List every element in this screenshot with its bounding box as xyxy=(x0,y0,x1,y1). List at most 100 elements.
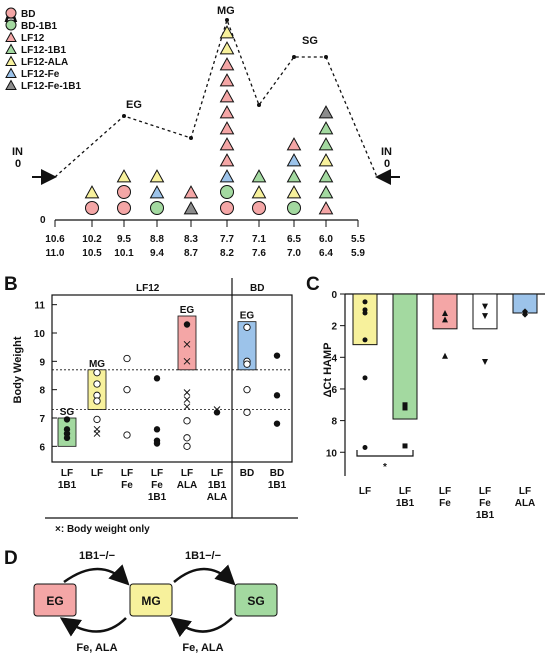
panel-b-group-label: 1B1 xyxy=(268,480,287,491)
panel-b-point-open xyxy=(93,415,101,424)
panel-c-point-diamond xyxy=(522,311,528,318)
panel-b-ytick-label: 6 xyxy=(39,442,45,453)
in-zero-left: 0 xyxy=(15,158,21,170)
panel-b-point-filled xyxy=(153,375,161,382)
panel-b-ytick-label: 8 xyxy=(39,386,45,397)
label-sg-mg: Fe, ALA xyxy=(182,642,223,654)
stage-curve xyxy=(54,17,378,178)
panel-d: D EG MG SG 1B1−/− 1B1−/− Fe, ALA Fe, ALA xyxy=(4,548,278,654)
stack-triangle xyxy=(219,25,235,39)
panel-b-group-label: LF xyxy=(181,468,193,479)
panel-b-point-open xyxy=(183,417,191,425)
panel-c-ytick-label: 4 xyxy=(331,353,337,364)
stack-triangle xyxy=(318,121,334,135)
panel-b-group-label: 1B1 xyxy=(58,480,77,491)
legend-label: LF12-1B1 xyxy=(21,45,66,56)
stack-circle xyxy=(150,201,164,215)
tick-label-lower: 9.4 xyxy=(150,248,164,259)
stack-triangle xyxy=(219,121,235,135)
panel-b-point-cross xyxy=(183,396,191,403)
stack-triangle xyxy=(149,185,165,199)
stack-triangle xyxy=(318,169,334,183)
legend-label: BD-1B1 xyxy=(21,21,58,32)
stack-circle xyxy=(220,185,234,199)
arrow-eg-to-mg xyxy=(63,564,130,586)
panel-c-point-square xyxy=(402,405,408,411)
stack-triangle xyxy=(219,73,235,87)
panel-c-point-circle xyxy=(362,337,368,343)
panel-b-group-label: BD xyxy=(270,468,284,479)
panel-b-point-open xyxy=(93,380,101,388)
panel-b-header-bd: BD xyxy=(250,283,264,294)
panel-b-group-label: BD xyxy=(240,468,254,479)
stack-triangle xyxy=(286,185,302,199)
panel-b-group-label: LF xyxy=(121,468,133,479)
legend-marker-circle xyxy=(5,19,17,31)
panel-b-point-open xyxy=(123,354,131,363)
panel-b-point-filled xyxy=(273,352,281,359)
panel-a-markers xyxy=(84,25,334,215)
tick-label-upper: 8.3 xyxy=(184,234,198,245)
panel-b-point-filled xyxy=(153,426,161,433)
panel-b-group-label: LF xyxy=(151,468,163,479)
box-eg-label: EG xyxy=(46,594,63,608)
panel-b-point-cross xyxy=(93,430,101,437)
panel-c-point-diamond xyxy=(522,308,528,315)
panel-b-group-label: ALA xyxy=(177,480,198,491)
panel-b-group-label: LF xyxy=(211,468,223,479)
arrow-mg-to-eg xyxy=(59,617,127,637)
panel-b-plot-area xyxy=(51,294,293,463)
panel-b-point-open xyxy=(93,369,101,377)
legend-marker-triangle xyxy=(5,31,17,42)
panel-c-group-label: LF xyxy=(479,486,491,497)
stack-circle xyxy=(287,201,301,215)
stack-triangle xyxy=(149,169,165,183)
significance-star: * xyxy=(383,462,387,473)
panel-c-group-label: Fe xyxy=(439,498,451,509)
panel-b-stage-box xyxy=(177,315,197,371)
legend-marker-triangle xyxy=(5,79,17,90)
panel-c-point-triangle-down xyxy=(482,359,488,366)
arrow-mg-to-sg xyxy=(173,564,236,586)
stack-triangle xyxy=(116,169,132,183)
panel-b-y-title: Body Weight xyxy=(12,336,24,403)
panel-b-ytick-label: 10 xyxy=(34,329,46,340)
panel-b-point-open xyxy=(243,408,251,416)
stack-triangle xyxy=(183,185,199,199)
panel-a-ticks: 10.611.010.210.59.510.18.89.48.38.77.78.… xyxy=(45,220,365,259)
panel-b-stage-box xyxy=(237,321,257,371)
stack-triangle xyxy=(318,201,334,215)
panel-c-point-triangle xyxy=(442,352,448,359)
panel-b-point-open xyxy=(183,442,191,450)
panel-b-ytick-label: 11 xyxy=(34,301,45,312)
stack-triangle xyxy=(219,57,235,71)
stage-curve-nodes xyxy=(122,18,328,140)
panel-c-point-circle xyxy=(362,310,368,316)
panel-b-stage-label: SG xyxy=(60,407,75,418)
legend: BDBD-1B1LF12LF12-1B1LF12-ALALF12-FeLF12-… xyxy=(5,7,81,92)
panel-b-point-open xyxy=(93,397,101,405)
panel-c-letter: C xyxy=(306,274,320,295)
tick-label-upper: 6.5 xyxy=(287,234,301,245)
stack-circle xyxy=(252,201,266,215)
panel-b-ytick-label: 7 xyxy=(39,414,45,425)
stack-triangle xyxy=(286,153,302,167)
panel-b-point-open xyxy=(123,386,131,394)
panel-c-group-label: LF xyxy=(519,486,531,497)
panel-b-group-label: LF xyxy=(61,468,73,479)
panel-b-point-open xyxy=(243,386,251,394)
panel-b-point-filled xyxy=(153,440,161,447)
panel-b-point-open xyxy=(243,323,251,331)
panel-b-stage-label: EG xyxy=(180,305,195,316)
stack-triangle xyxy=(318,185,334,199)
panel-c-point-triangle xyxy=(442,316,448,323)
stack-triangle xyxy=(219,137,235,151)
panel-c-point-circle xyxy=(362,299,368,305)
panel-c-bar xyxy=(472,293,498,330)
panel-b-point-filled xyxy=(63,416,71,423)
box-mg xyxy=(129,583,173,617)
stack-triangle xyxy=(84,185,100,199)
significance-bracket xyxy=(356,450,414,457)
